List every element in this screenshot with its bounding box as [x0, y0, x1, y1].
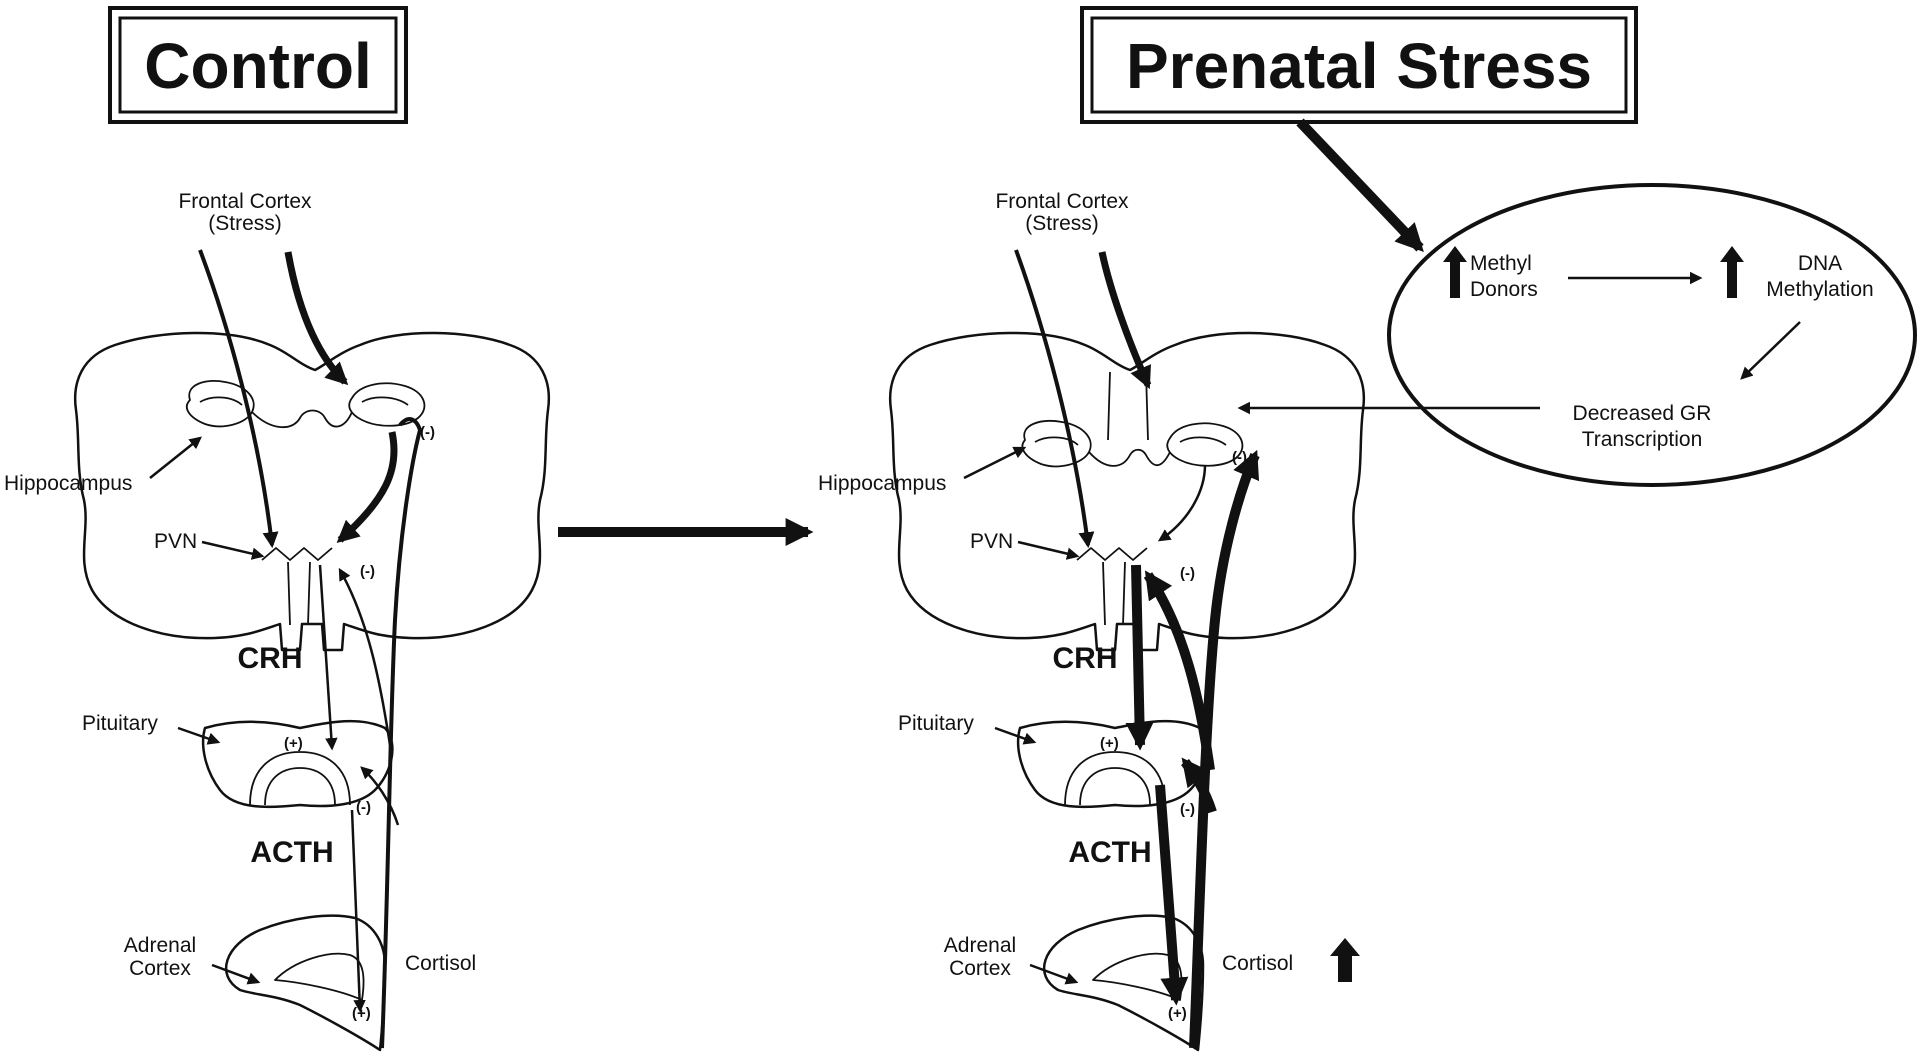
- prenatal-neg-sign-pvn: (-): [1180, 565, 1195, 582]
- methyl-donors-sublabel: Donors: [1470, 278, 1538, 301]
- control-crh-label: CRH: [238, 642, 303, 675]
- control-pos-sign-adrenal: (+): [352, 1005, 371, 1022]
- control-pvn-shape: [261, 547, 333, 626]
- prenatal-brain-outline: [888, 331, 1366, 652]
- control-hippocampus-label: Hippocampus: [4, 472, 132, 495]
- prenatal-panel: Prenatal Stress Frontal Cortex (Stress) …: [818, 6, 1638, 1052]
- prenatal-pvn-shape: [1076, 547, 1148, 626]
- prenatal-adrenal-label: Adrenal: [944, 934, 1016, 957]
- prenatal-adrenal-shape: [1042, 914, 1205, 1052]
- prenatal-acth-label: ACTH: [1068, 836, 1151, 869]
- prenatal-pvn-label: PVN: [970, 530, 1013, 553]
- prenatal-arrows: [1014, 249, 1260, 1049]
- prenatal-crh-label: CRH: [1053, 642, 1118, 675]
- prenatal-pituitary-label: Pituitary: [898, 712, 974, 735]
- control-neg-sign-top: (-): [420, 424, 435, 441]
- gr-transcription-sublabel: Transcription: [1582, 428, 1703, 451]
- control-title-box: Control: [108, 6, 408, 124]
- control-neg-sign-pituitary: (-): [356, 799, 371, 816]
- control-brain-outline: [73, 331, 551, 652]
- prenatal-title: Prenatal Stress: [1126, 30, 1592, 102]
- prenatal-frontal-cortex-sublabel: (Stress): [1025, 212, 1099, 235]
- methyl-donors-label: Methyl: [1470, 252, 1532, 275]
- prenatal-title-box: Prenatal Stress: [1080, 6, 1638, 124]
- methylation-ellipse: Methyl Donors DNA Methylation Decreased …: [1387, 183, 1917, 487]
- prenatal-pos-sign-pituitary: (+): [1100, 735, 1119, 752]
- control-adrenal-shape: [224, 914, 387, 1052]
- control-pvn-label: PVN: [154, 530, 197, 553]
- gr-transcription-label: Decreased GR: [1573, 402, 1712, 425]
- control-cortisol-label: Cortisol: [405, 952, 476, 975]
- prenatal-neg-sign-top: (-): [1232, 449, 1247, 466]
- control-pos-sign-pituitary: (+): [284, 735, 303, 752]
- control-adrenal-label: Adrenal: [124, 934, 196, 957]
- prenatal-pituitary-shape: [1016, 719, 1209, 809]
- prenatal-to-ellipse-arrow: [1296, 118, 1424, 253]
- cortisol-increase-arrow-icon: [1330, 938, 1360, 982]
- dna-to-gr-arrow: [1740, 321, 1801, 380]
- prenatal-adrenal-sublabel: Cortex: [949, 957, 1011, 980]
- control-pituitary-shape: [201, 719, 394, 809]
- control-acth-label: ACTH: [250, 836, 333, 869]
- control-pituitary-label: Pituitary: [82, 712, 158, 735]
- dna-methylation-sublabel: Methylation: [1766, 278, 1873, 301]
- dna-methylation-label: DNA: [1798, 252, 1842, 275]
- prenatal-hippocampus-shape: [1021, 371, 1244, 468]
- control-hippocampus-shape: [185, 380, 426, 428]
- prenatal-hippocampus-label: Hippocampus: [818, 472, 946, 495]
- control-frontal-cortex-sublabel: (Stress): [208, 212, 282, 235]
- control-frontal-cortex-label: Frontal Cortex: [178, 190, 312, 213]
- prenatal-pos-sign-adrenal: (+): [1168, 1005, 1187, 1022]
- dna-up-arrow-icon: [1720, 246, 1744, 298]
- prenatal-frontal-cortex-label: Frontal Cortex: [995, 190, 1129, 213]
- control-arrows: [198, 249, 423, 1049]
- control-title: Control: [144, 30, 372, 102]
- control-neg-sign-pvn: (-): [360, 563, 375, 580]
- control-adrenal-sublabel: Cortex: [129, 957, 191, 980]
- prenatal-neg-sign-pituitary: (-): [1180, 801, 1195, 818]
- methyl-up-arrow-icon: [1443, 246, 1467, 298]
- prenatal-cortisol-label: Cortisol: [1222, 952, 1293, 975]
- control-panel: Control Frontal Cortex (Stress) Hippocam…: [4, 6, 551, 1052]
